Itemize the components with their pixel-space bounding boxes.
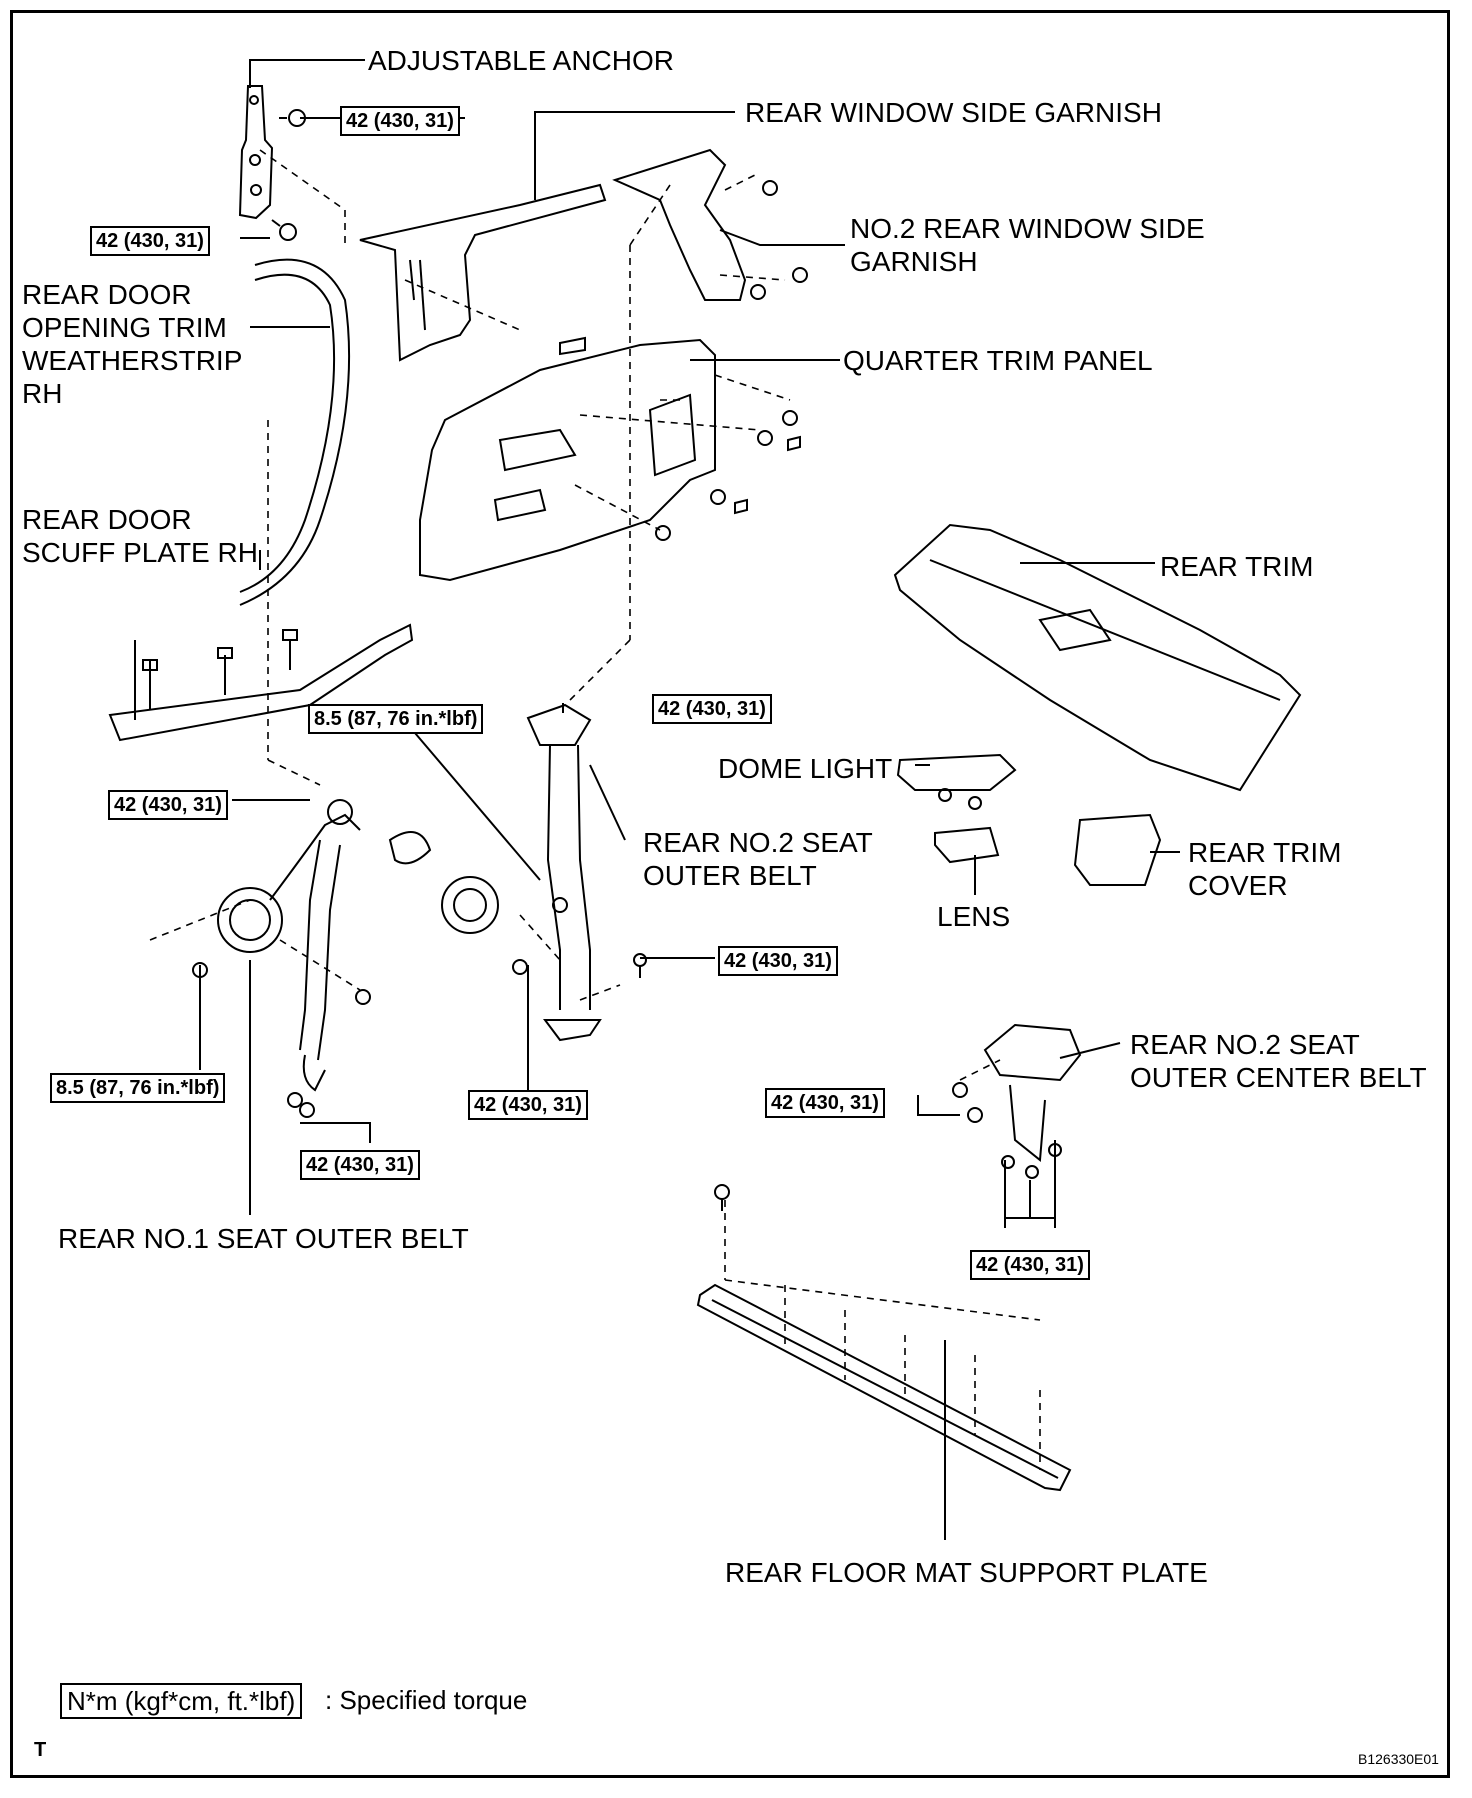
label-rear-trim-cover: REAR TRIM COVER <box>1188 837 1342 901</box>
diagram-frame <box>10 10 1450 1778</box>
floor-mat-support-plate-part <box>696 1283 1072 1492</box>
label-rear-no1-seat-outer-belt: REAR NO.1 SEAT OUTER BELT <box>58 1223 469 1254</box>
adjustable-anchor-part <box>238 85 306 241</box>
rear-trim-part <box>893 523 1302 792</box>
rear-no2-seat-outer-belt-part <box>441 703 647 1042</box>
lens-part <box>934 826 1000 864</box>
torque-adjustable-anchor-upper: 42 (430, 31) <box>340 106 460 136</box>
torque-center-belt-anchor: 42 (430, 31) <box>765 1088 885 1118</box>
torque-center-belt-lower: 42 (430, 31) <box>970 1250 1090 1280</box>
torque-no2-retractor: 42 (430, 31) <box>468 1090 588 1120</box>
rear-window-side-garnish-part <box>359 183 607 362</box>
label-rear-no2-seat-outer-belt: REAR NO.2 SEAT OUTER BELT <box>643 827 873 891</box>
label-rear-door-opening-trim-weatherstrip: REAR DOOR OPENING TRIM WEATHERSTRIP RH <box>22 279 243 409</box>
torque-no2-belt-anchor: 42 (430, 31) <box>652 694 772 724</box>
rear-no2-seat-outer-center-belt-part <box>714 1023 1082 1211</box>
scuff-plate-part <box>108 623 414 742</box>
label-rear-floor-mat-support-plate: REAR FLOOR MAT SUPPORT PLATE <box>725 1557 1208 1588</box>
corner-mark: T <box>34 1739 47 1761</box>
quarter-trim-panel-part <box>419 336 801 582</box>
torque-no2-belt-lower: 42 (430, 31) <box>718 946 838 976</box>
label-adjustable-anchor: ADJUSTABLE ANCHOR <box>368 45 674 76</box>
torque-no1-belt-anchor: 42 (430, 31) <box>108 790 228 820</box>
torque-small-no2-belt-upper: 8.5 (87, 76 in.*lbf) <box>308 704 484 734</box>
figure-code: B126330E01 <box>1358 1751 1439 1767</box>
label-lens: LENS <box>937 901 1011 932</box>
dome-light-part <box>896 753 1017 810</box>
no2-rear-window-side-garnish-part <box>612 148 808 301</box>
rear-trim-cover-part <box>1073 813 1162 886</box>
label-dome-light: DOME LIGHT <box>718 753 893 784</box>
rear-no1-seat-outer-belt-part <box>192 799 432 1118</box>
leader-lines <box>199 59 1180 1540</box>
label-rear-no2-seat-outer-center-belt: REAR NO.2 SEAT OUTER CENTER BELT <box>1130 1029 1427 1093</box>
torque-small-no1-retractor: 8.5 (87, 76 in.*lbf) <box>50 1073 226 1103</box>
torque-adjustable-anchor-lower: 42 (430, 31) <box>90 226 210 256</box>
label-rear-trim: REAR TRIM <box>1160 551 1314 582</box>
door-opening-trim-weatherstrip-part <box>239 258 351 606</box>
label-rear-window-side-garnish: REAR WINDOW SIDE GARNISH <box>745 97 1162 128</box>
label-rear-door-scuff-plate: REAR DOOR SCUFF PLATE RH <box>22 504 258 568</box>
legend-description: : Specified torque <box>325 1685 528 1715</box>
label-quarter-trim-panel: QUARTER TRIM PANEL <box>843 345 1153 376</box>
dashed-guides <box>149 149 1041 1470</box>
label-no2-rear-window-side-garnish: NO.2 REAR WINDOW SIDE GARNISH <box>850 213 1205 277</box>
torque-no1-belt-lower: 42 (430, 31) <box>300 1150 420 1180</box>
legend-torque-unit: N*m (kgf*cm, ft.*lbf) <box>60 1683 303 1719</box>
